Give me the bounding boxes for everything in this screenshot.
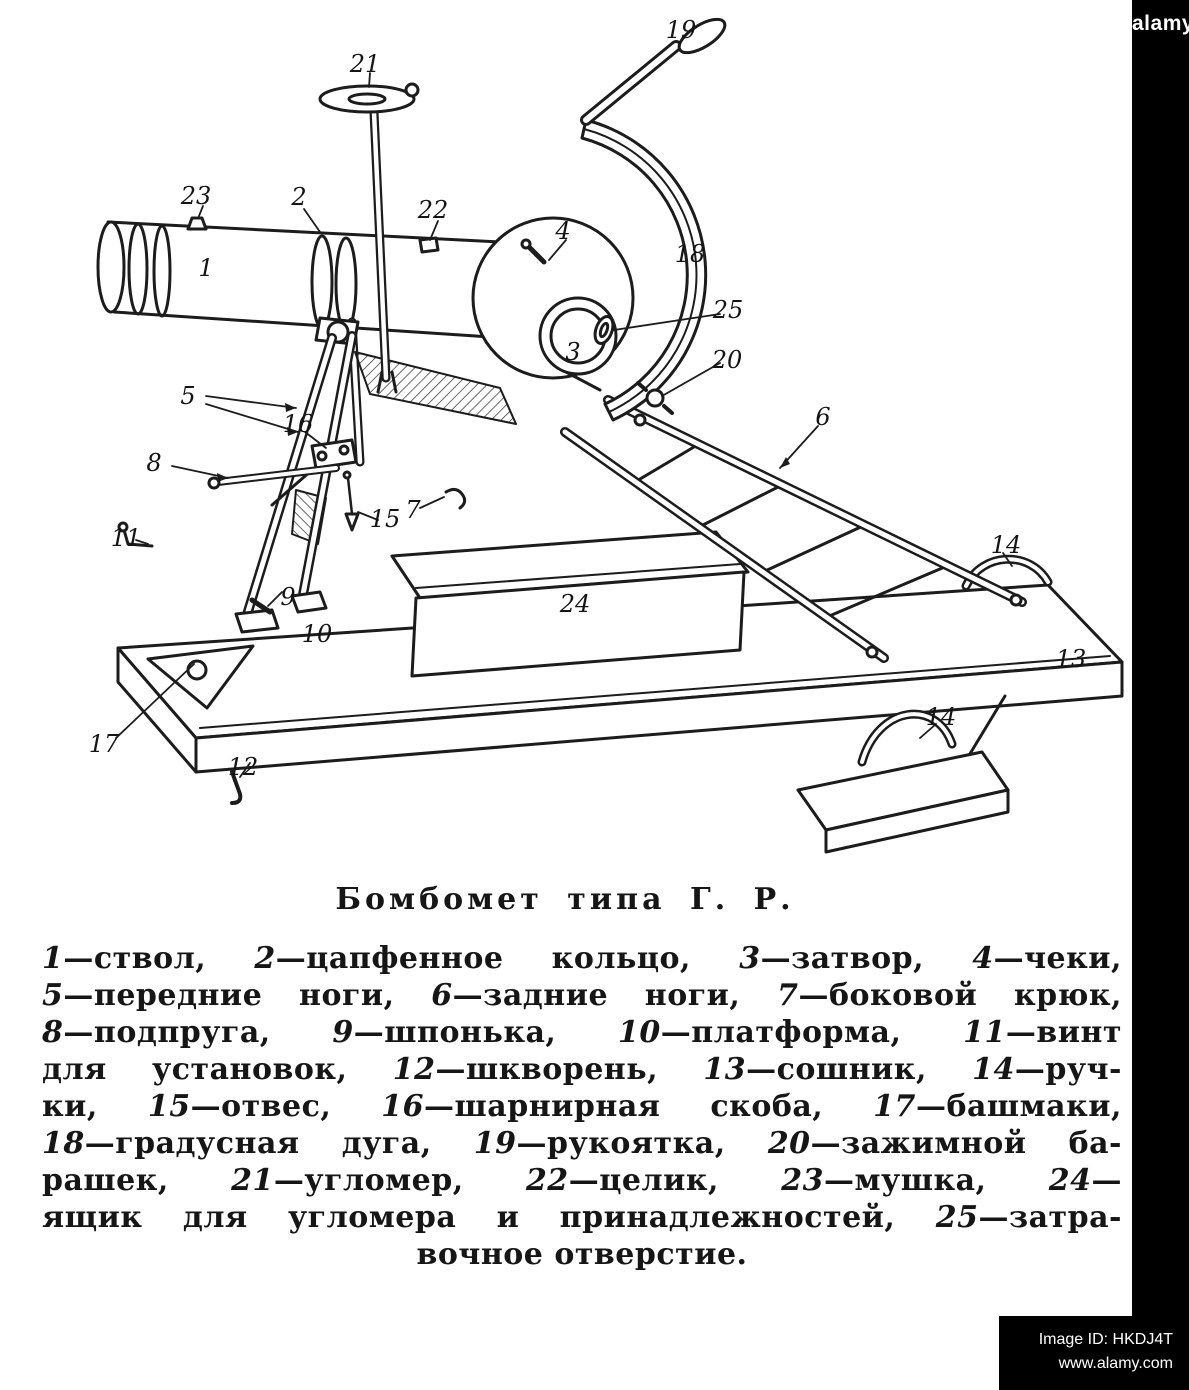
legend-line: ки, 15—отвес, 16—шарнирная скоба, 17—баш…: [42, 1089, 1122, 1124]
part-number-label: 10: [301, 620, 333, 648]
elevation-arc: [580, 118, 708, 427]
part-number-label: 18: [674, 240, 706, 268]
plumb-line: [346, 476, 354, 516]
alamy-logo: alamy: [1132, 12, 1189, 35]
part-number-label: 11: [110, 524, 142, 552]
platform: [116, 583, 1124, 805]
part-number-label: 1: [198, 254, 214, 282]
leader-lines: [115, 72, 1013, 778]
image-id-text: Image ID: HKDJ4T: [1038, 1331, 1173, 1348]
alamy-watermark-strip: alamy: [1132, 0, 1189, 1390]
part-number-label: 5: [180, 382, 196, 410]
handle: [580, 17, 727, 126]
part-number-label: 14: [990, 531, 1022, 559]
part-number-label: 21: [349, 50, 381, 78]
part-number-label: 24: [559, 590, 591, 618]
part-number-label: 16: [282, 410, 314, 438]
part-number-label: 4: [555, 217, 571, 245]
part-number-label: 22: [417, 196, 449, 224]
part-number-label: 9: [280, 583, 296, 611]
part-number-label: 13: [1055, 645, 1087, 673]
setting-screw-crank: [122, 528, 154, 548]
side-hook: [444, 487, 467, 510]
part-number-label: 23: [180, 182, 212, 210]
part-number-label: 20: [711, 346, 743, 374]
key-pin: [249, 597, 273, 615]
storage-box: [390, 530, 750, 678]
front-legs: [117, 316, 467, 634]
runner-skid: [796, 694, 1010, 854]
figure-legend: 1—ствол, 2—цапфенное кольцо, 3—затвор, 4…: [42, 940, 1122, 1273]
legend-line: вочное отверстие.: [416, 1237, 748, 1272]
alamy-url-text: www.alamy.com: [1058, 1355, 1173, 1372]
breech: [471, 216, 635, 392]
part-number-label: 2: [291, 183, 307, 211]
part-number-label: 25: [712, 296, 744, 324]
part-number-label: 3: [565, 338, 581, 366]
clamp-wingnut: [636, 381, 674, 415]
legend-line: 1—ствол, 2—цапфенное кольцо, 3—затвор, 4…: [42, 941, 1122, 976]
part-number-label: 12: [227, 753, 259, 781]
legend-line: 18—градусная дуга, 19—рукоятка, 20—зажим…: [42, 1126, 1122, 1161]
rear-sight: [418, 236, 440, 254]
barrel: [96, 216, 508, 340]
image-id-box: Image ID: HKDJ4T www.alamy.com: [999, 1316, 1189, 1390]
legend-line: для установок, 12—шкворень, 13—сошник, 1…: [42, 1052, 1122, 1087]
legend-line: ящик для угломера и принадлежностей, 25—…: [42, 1200, 1122, 1235]
legend-line: 8—подпруга, 9—шпонька, 10—платформа, 11—…: [42, 1015, 1122, 1050]
part-number-label: 15: [369, 505, 401, 533]
mortar-drawing: [96, 17, 1124, 854]
part-number-label: 8: [146, 449, 162, 477]
legend-line: 5—передние ноги, 6—задние ноги, 7—боково…: [42, 978, 1123, 1013]
rear-legs: [560, 395, 1027, 663]
part-number-label: 6: [815, 403, 831, 431]
quadrant-wheel: [318, 84, 416, 114]
sight-rod: [318, 82, 440, 394]
legend-line: рашек, 21—угломер, 22—целик, 23—мушка, 2…: [42, 1163, 1123, 1198]
part-number-label: 7: [405, 496, 421, 524]
kingpin: [230, 770, 243, 805]
part-number-label: 19: [665, 16, 697, 44]
part-number-label: 17: [88, 730, 120, 758]
part-number-label: 14: [925, 703, 957, 731]
front-sight: [186, 216, 208, 231]
figure-title: Бомбомет типа Г. Р.: [335, 882, 795, 917]
